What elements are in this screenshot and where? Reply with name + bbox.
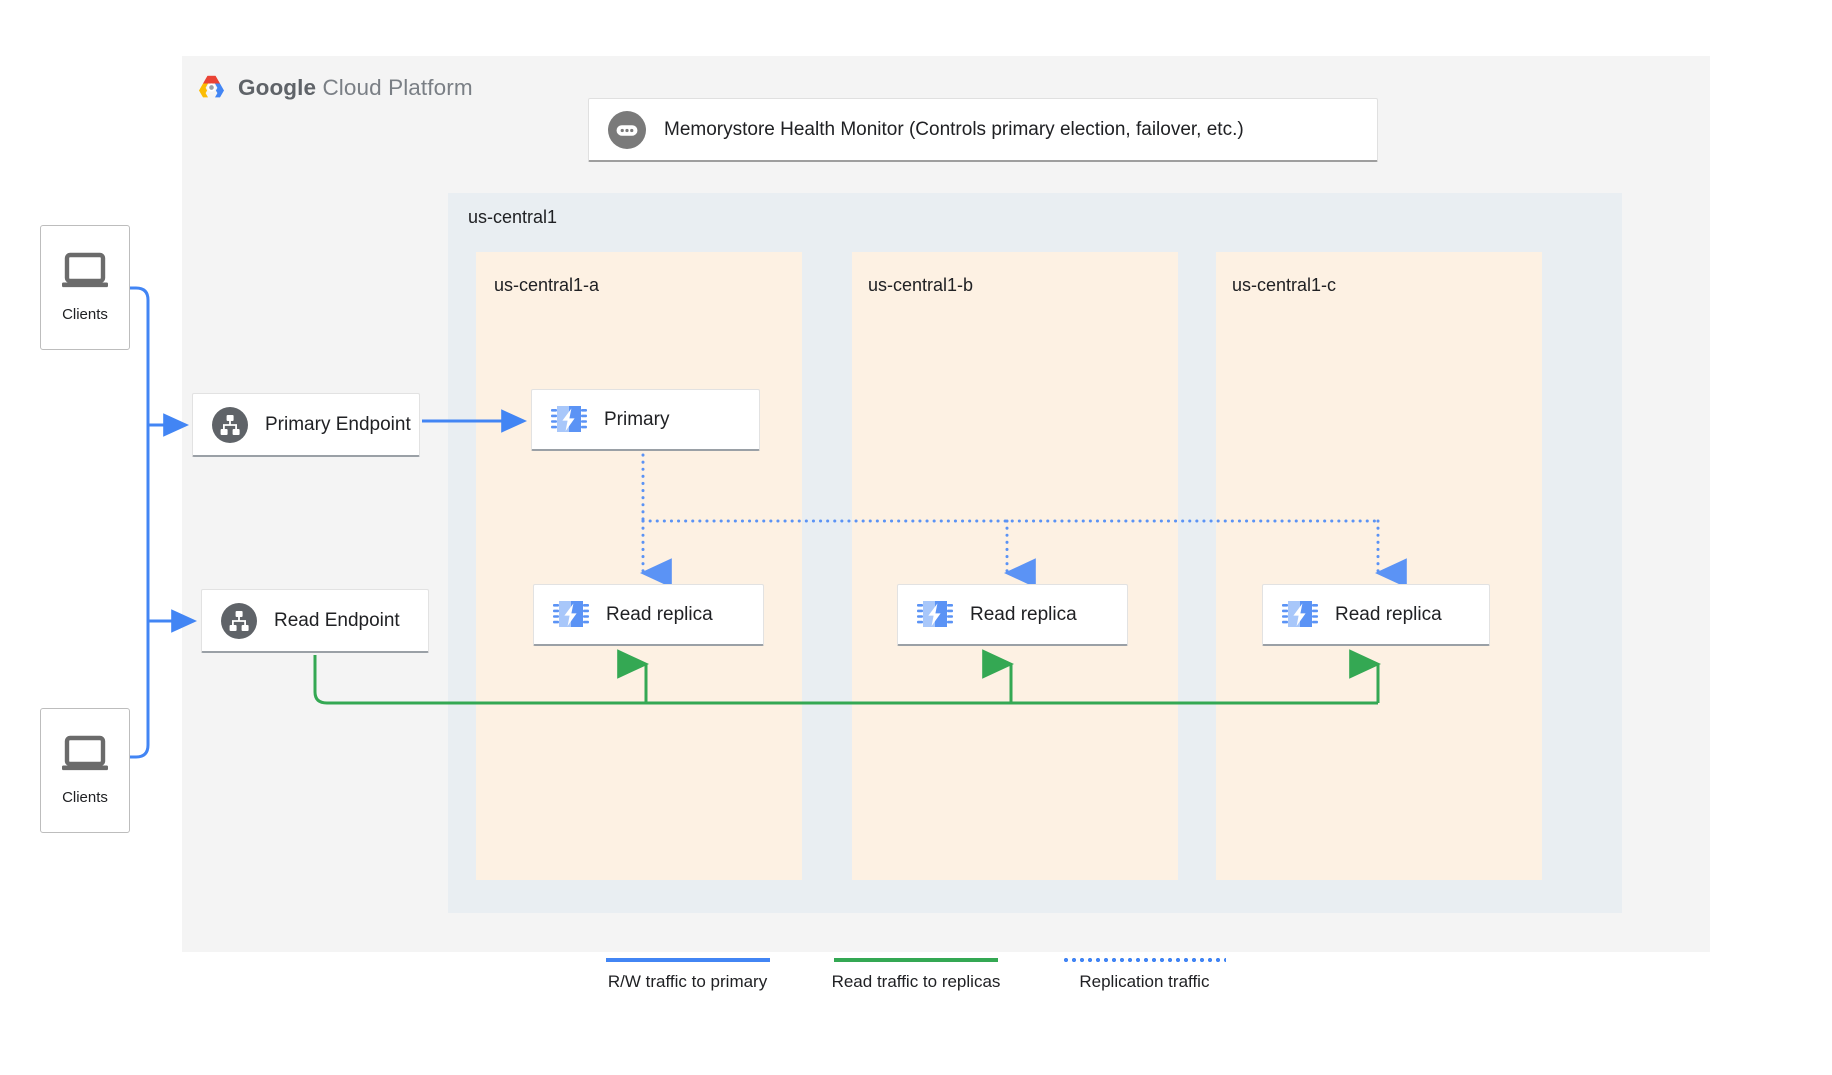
clients-box-bottom[interactable]: Clients bbox=[40, 708, 130, 833]
primary-endpoint-node[interactable]: Primary Endpoint bbox=[192, 393, 420, 457]
clients-box-top[interactable]: Clients bbox=[40, 225, 130, 350]
read-replica-node-c[interactable]: Read replica bbox=[1262, 584, 1490, 646]
legend-item-rw-traffic: R/W traffic to primary bbox=[605, 958, 770, 992]
read-replica-node-b[interactable]: Read replica bbox=[897, 584, 1128, 646]
region-label: us-central1 bbox=[468, 207, 558, 227]
primary-endpoint-label: Primary Endpoint bbox=[265, 413, 411, 435]
legend-swatch-blue-dotted bbox=[1062, 958, 1227, 962]
legend-swatch-green-solid bbox=[833, 958, 998, 962]
zone-us-central1-a bbox=[476, 252, 802, 880]
gcp-logo-brand: Google bbox=[238, 74, 317, 100]
zone-a-label: us-central1-a bbox=[494, 275, 600, 295]
google-cloud-hexagon-icon bbox=[199, 75, 224, 98]
zone-us-central1-c bbox=[1216, 252, 1542, 880]
legend-swatch-blue-solid bbox=[605, 958, 770, 962]
gcp-logo-suffix: Cloud Platform bbox=[316, 74, 473, 100]
memorystore-chip-icon bbox=[917, 600, 953, 627]
read-replica-node-a[interactable]: Read replica bbox=[533, 584, 764, 646]
memorystore-chip-icon bbox=[553, 600, 589, 627]
zone-us-central1-b bbox=[852, 252, 1178, 880]
health-monitor-card: Memorystore Health Monitor (Controls pri… bbox=[588, 98, 1378, 162]
read-replica-c-label: Read replica bbox=[1335, 603, 1442, 625]
read-replica-b-label: Read replica bbox=[970, 603, 1077, 625]
clients-label: Clients bbox=[62, 306, 108, 323]
legend: R/W traffic to primary Read traffic to r… bbox=[0, 958, 1832, 992]
gcp-logo-text: Google Cloud Platform bbox=[238, 75, 473, 101]
network-endpoint-icon bbox=[221, 602, 257, 639]
legend-label-replication-traffic: Replication traffic bbox=[1079, 972, 1210, 991]
legend-label-read-traffic: Read traffic to replicas bbox=[831, 972, 1001, 991]
network-endpoint-icon bbox=[212, 406, 248, 443]
gcp-logo: Google Cloud Platform bbox=[196, 72, 473, 103]
memorystore-chip-icon bbox=[1282, 600, 1318, 627]
zone-b-label: us-central1-b bbox=[868, 275, 974, 295]
legend-item-replication-traffic: Replication traffic bbox=[1062, 958, 1227, 992]
health-monitor-chat-icon bbox=[608, 110, 646, 149]
health-monitor-label: Memorystore Health Monitor (Controls pri… bbox=[664, 118, 1244, 140]
legend-item-read-traffic: Read traffic to replicas bbox=[831, 958, 1001, 992]
laptop-icon bbox=[62, 252, 108, 288]
primary-node-label: Primary bbox=[604, 408, 670, 430]
read-endpoint-label: Read Endpoint bbox=[274, 609, 400, 631]
read-replica-a-label: Read replica bbox=[606, 603, 713, 625]
clients-label: Clients bbox=[62, 789, 108, 806]
read-endpoint-node[interactable]: Read Endpoint bbox=[201, 589, 429, 653]
zone-c-label: us-central1-c bbox=[1232, 275, 1337, 295]
memorystore-chip-icon bbox=[551, 405, 587, 432]
primary-instance-node[interactable]: Primary bbox=[531, 389, 760, 451]
legend-label-rw-traffic: R/W traffic to primary bbox=[607, 972, 768, 991]
laptop-icon bbox=[62, 735, 108, 771]
